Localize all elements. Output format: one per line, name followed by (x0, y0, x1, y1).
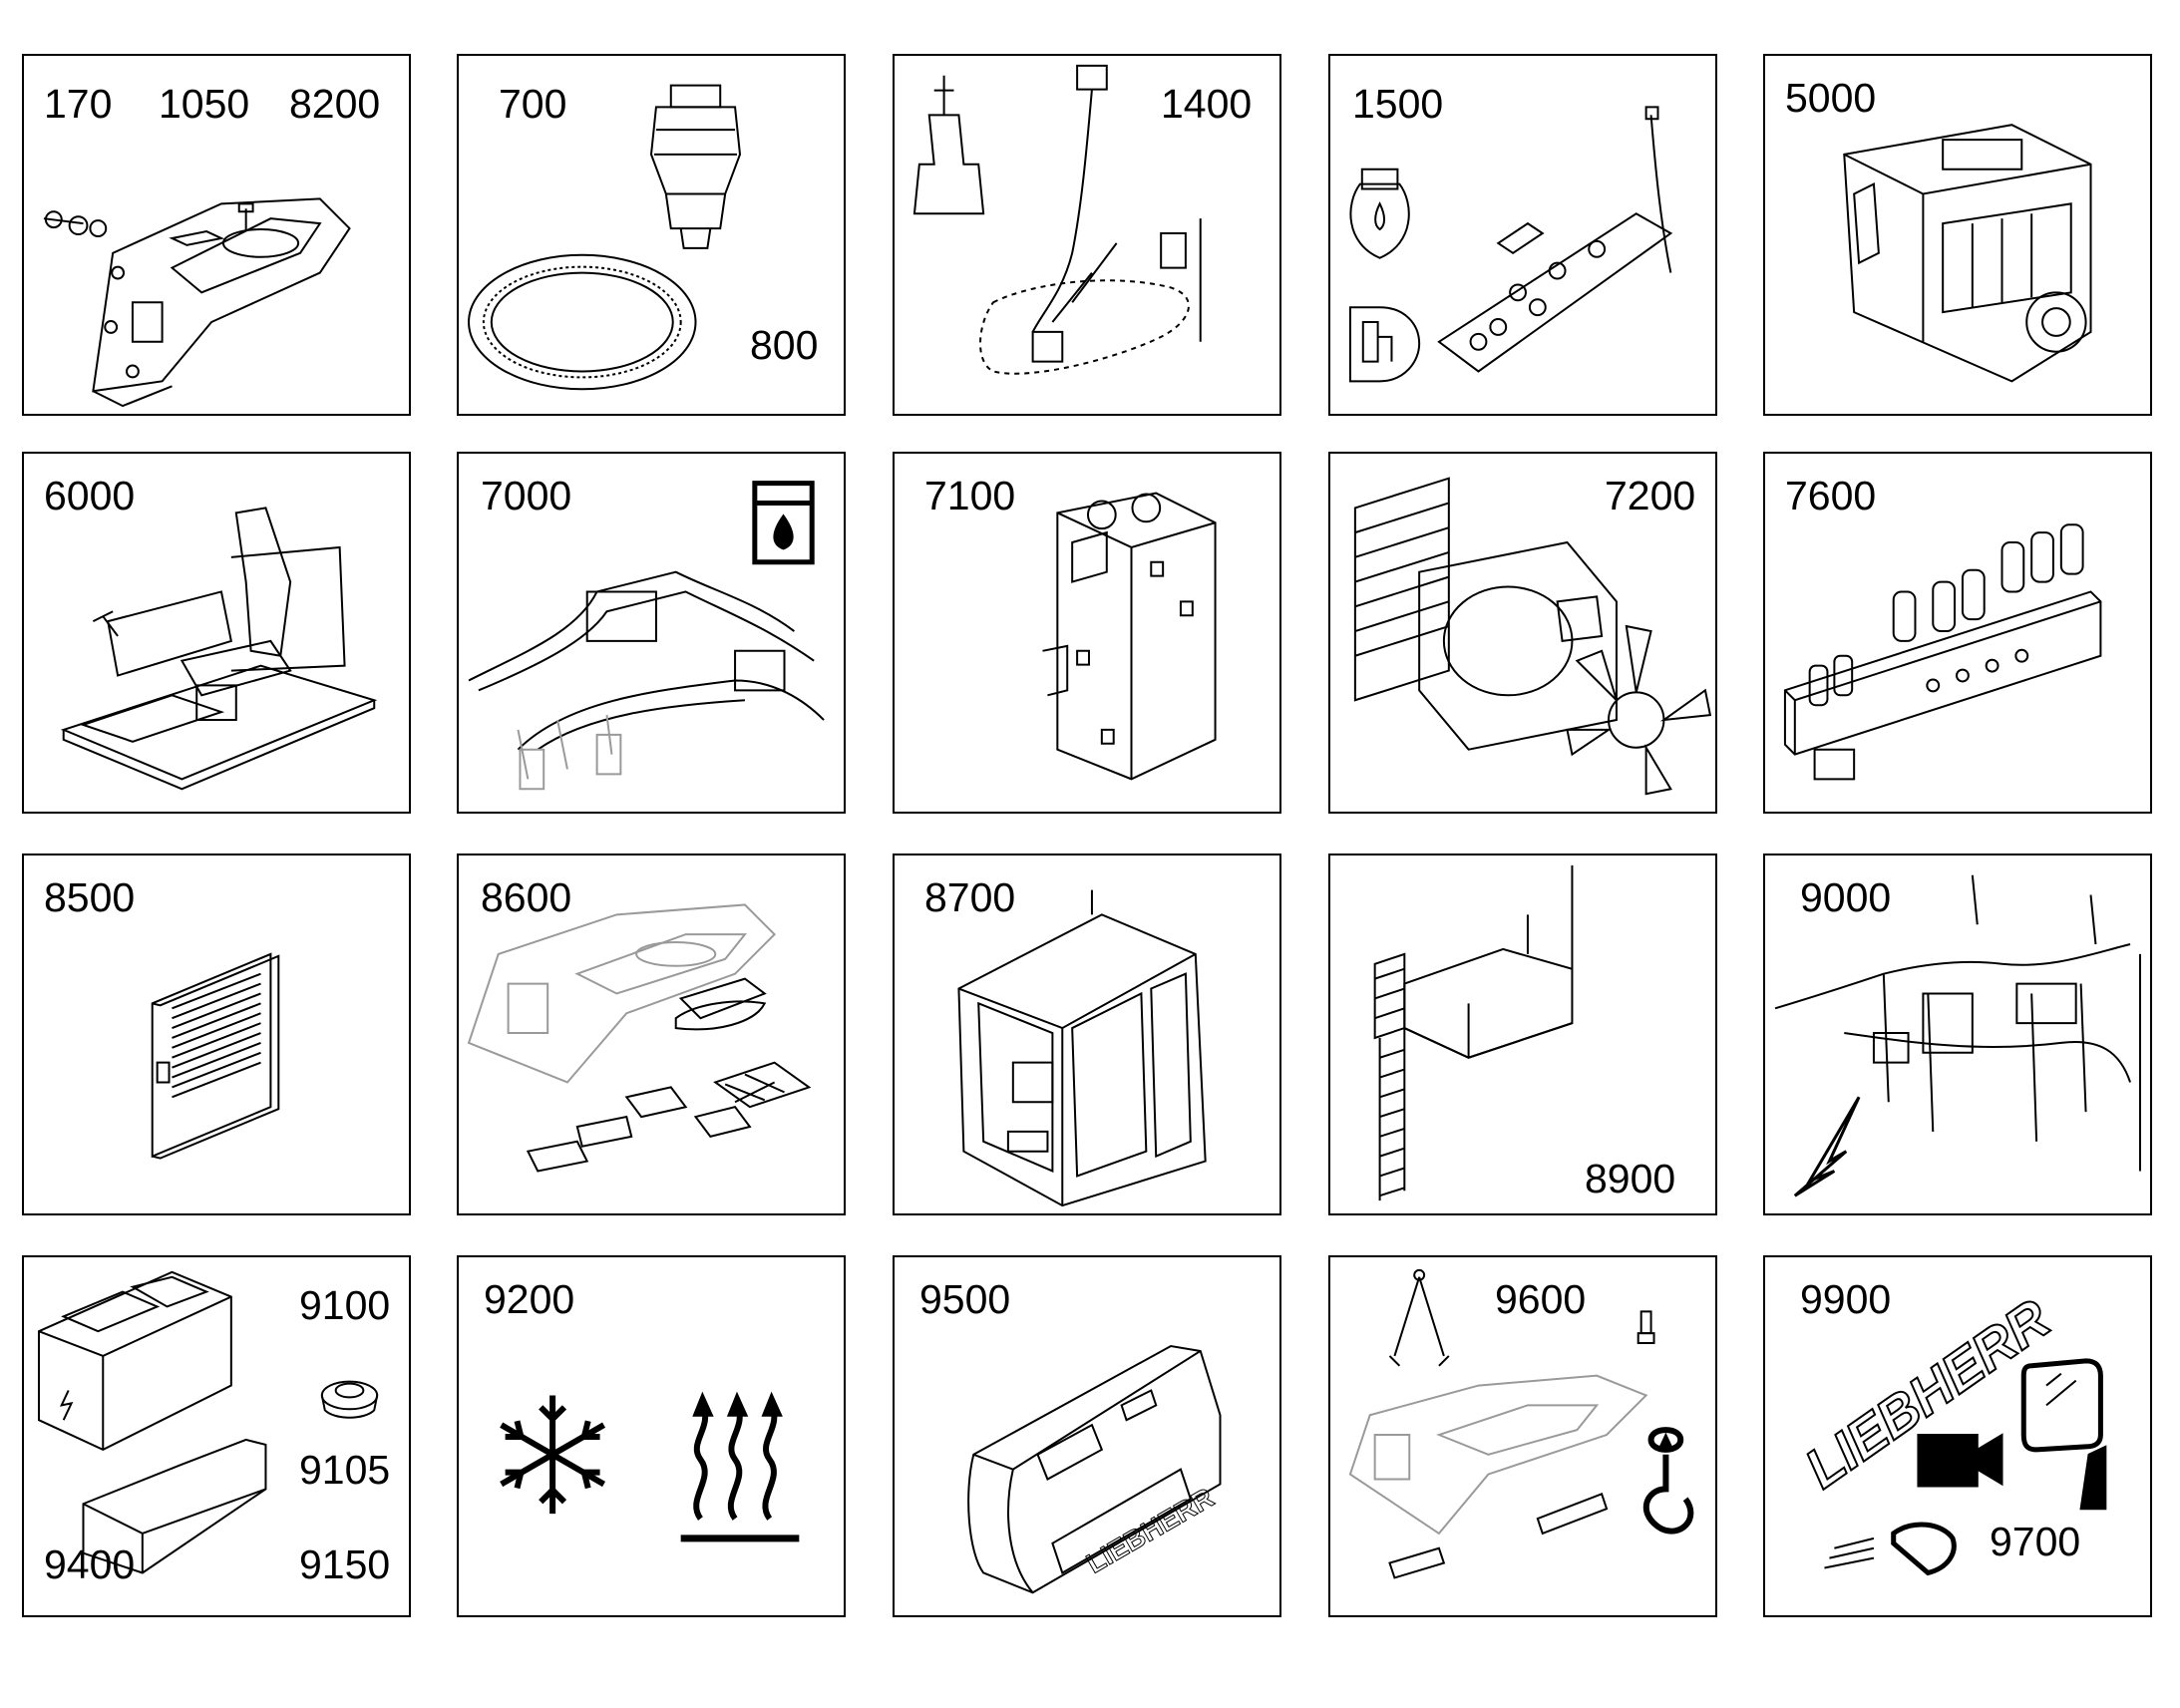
tile-electrical-box[interactable]: 9100 9105 9400 9150 (22, 1255, 411, 1617)
tile-label: 800 (750, 322, 819, 368)
tile-label: 9600 (1495, 1276, 1587, 1322)
hydraulic-tank-icon (895, 454, 1279, 812)
tile-swing[interactable]: 700 800 (457, 54, 846, 416)
tile-label: 8700 (924, 874, 1016, 920)
tile-counterweight[interactable]: 9500 LIEBHERR (893, 1255, 1281, 1617)
frame-covers-icon (459, 855, 844, 1213)
tile-hydraulics[interactable]: 7000 (457, 452, 846, 814)
tile-fuel[interactable]: 1500 (1328, 54, 1717, 416)
control-valve-icon (1765, 454, 2150, 812)
electrical-wiring-icon (1765, 855, 2150, 1213)
counterweight-icon: LIEBHERR (895, 1257, 1279, 1615)
tile-control-valve[interactable]: 7600 (1763, 452, 2152, 814)
tile-label: 9100 (299, 1282, 391, 1328)
lifting-hook-icon (1330, 1257, 1715, 1615)
tile-undercarriage[interactable]: 170 1050 8200 (22, 54, 411, 416)
tile-access[interactable]: 8900 (1328, 854, 1717, 1215)
tile-label: 7100 (924, 473, 1016, 518)
tile-cab[interactable]: 8700 (893, 854, 1281, 1215)
tile-label: 9150 (299, 1541, 391, 1587)
tile-label: 7200 (1605, 473, 1696, 518)
grille-panel-icon (24, 855, 409, 1213)
tile-engine[interactable]: 5000 (1763, 54, 2152, 416)
tile-accessories[interactable]: 9900 9700 LIEBHERR (1763, 1255, 2152, 1617)
tile-tank[interactable]: 7100 (893, 452, 1281, 814)
tile-label: 9200 (484, 1276, 575, 1322)
tile-electrical[interactable]: 9000 (1763, 854, 2152, 1215)
tile-label: 1500 (1352, 81, 1444, 127)
swing-ring-icon (459, 56, 844, 414)
tile-label: 1050 (159, 81, 250, 127)
tile-pump[interactable]: 1400 (893, 54, 1281, 416)
tile-label: 9900 (1800, 1276, 1892, 1322)
tile-label: 8200 (289, 81, 381, 127)
tile-cooling[interactable]: 7200 (1328, 452, 1717, 814)
tile-grille[interactable]: 8500 (22, 854, 411, 1215)
fuel-valve-block-icon (1330, 56, 1715, 414)
pump-wiring-icon (895, 56, 1279, 414)
tile-label: 170 (44, 81, 113, 127)
ladder-platform-icon (1330, 855, 1715, 1213)
tile-label: 8900 (1585, 1156, 1676, 1201)
tile-label: 9500 (919, 1276, 1011, 1322)
tile-lifting[interactable]: 9600 (1328, 1255, 1717, 1617)
logo-text: LIEBHERR (1081, 1482, 1219, 1579)
tile-label: 9000 (1800, 874, 1892, 920)
tile-label: 8600 (481, 874, 572, 920)
electrical-box-icon (24, 1257, 409, 1615)
tile-label: 700 (499, 81, 567, 127)
tile-label: 8500 (44, 874, 136, 920)
tile-seat[interactable]: 6000 (22, 452, 411, 814)
tile-climate[interactable]: 9200 (457, 1255, 846, 1617)
tile-label: 9700 (1990, 1519, 2081, 1564)
operator-seat-icon (24, 454, 409, 812)
tile-label: 6000 (44, 473, 136, 518)
tile-label: 7000 (481, 473, 572, 518)
climate-snowflake-heat-icon (459, 1257, 844, 1615)
tile-label: 7600 (1785, 473, 1877, 518)
hydraulic-lines-icon (459, 454, 844, 812)
tile-label: 9105 (299, 1447, 391, 1493)
tile-covers[interactable]: 8600 (457, 854, 846, 1215)
cooler-fan-icon (1330, 454, 1715, 812)
logo-camera-mirror-icon: LIEBHERR (1793, 1286, 2150, 1615)
engine-icon (1765, 56, 2150, 414)
operator-cab-icon (895, 855, 1279, 1213)
undercarriage-frame-icon (24, 56, 409, 414)
tile-label: 5000 (1785, 75, 1877, 121)
tile-label: 1400 (1161, 81, 1253, 127)
